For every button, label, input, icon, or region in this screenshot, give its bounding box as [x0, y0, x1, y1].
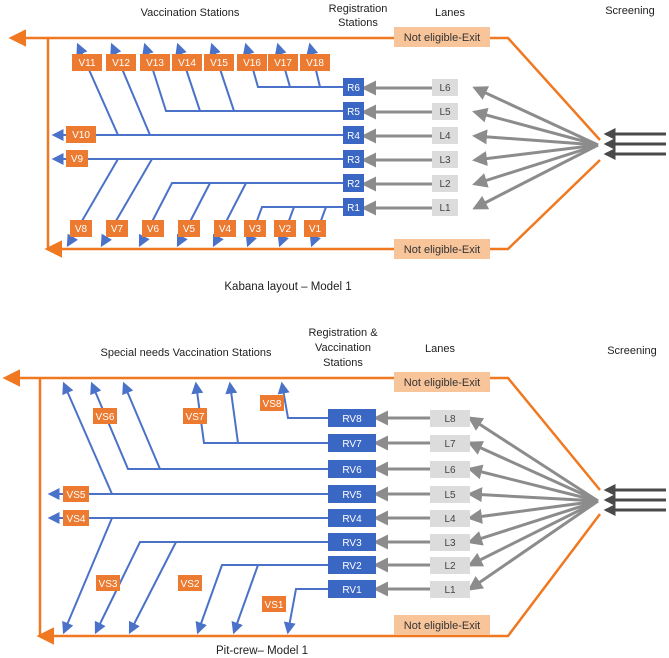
lane-label: L3 — [444, 538, 456, 549]
special-needs-stations-bottom: VS3 VS2 VS1 — [96, 575, 286, 612]
rv-label: RV1 — [342, 585, 362, 596]
blue-routing — [51, 42, 343, 248]
registration-label: R4 — [347, 131, 360, 142]
station-label: V13 — [146, 58, 164, 69]
rv-label: RV4 — [342, 514, 362, 525]
special-needs-stations-top: VS6 VS7 VS8 — [93, 395, 284, 424]
incoming-arrows — [603, 128, 666, 160]
station-label: V17 — [274, 58, 292, 69]
exit-label-bottom: Not eligible-Exit — [404, 244, 480, 256]
header-registration-line2: Stations — [338, 17, 378, 29]
station-label: VS3 — [99, 579, 118, 590]
rv-label: RV3 — [342, 538, 362, 549]
station-label: V6 — [147, 224, 160, 235]
header-reg-vacc-line2: Vaccination — [315, 342, 371, 354]
registration-label: R5 — [347, 107, 360, 118]
station-label: V11 — [78, 58, 95, 69]
lane-label: L5 — [444, 490, 456, 501]
special-needs-stations-side: VS5 VS4 — [63, 486, 89, 526]
station-label: V16 — [243, 58, 261, 69]
lane-label: L6 — [444, 465, 456, 476]
header-reg-vacc-line3: Stations — [323, 357, 363, 369]
registration-vaccination-stations: RV8 RV7 RV6 RV5 RV4 RV3 RV2 RV1 — [328, 409, 376, 598]
station-label: VS6 — [96, 412, 115, 423]
exit-box-top — [394, 27, 490, 47]
top-vaccination-stations: V11 V12 V13 V14 V15 V16 V17 V18 — [72, 54, 330, 71]
station-label: V5 — [183, 224, 196, 235]
header-screening: Screening — [605, 5, 655, 17]
lane-label: L7 — [444, 439, 456, 450]
exit-box-bottom — [394, 239, 490, 259]
header-vaccination-stations: Vaccination Stations — [141, 7, 240, 19]
registration-stations: R6 R5 R4 R3 R2 R1 — [343, 78, 364, 216]
station-label: VS7 — [186, 412, 205, 423]
exit-path-bottom — [44, 159, 601, 258]
rv-label: RV7 — [342, 439, 362, 450]
rv-label: RV2 — [342, 561, 362, 572]
station-label: V3 — [249, 224, 262, 235]
exit-path-top-2 — [2, 369, 601, 491]
lane-label: L2 — [439, 179, 451, 190]
station-label: V15 — [210, 58, 228, 69]
incoming-arrows-2 — [603, 484, 666, 516]
station-label: V2 — [279, 224, 292, 235]
header-special-needs: Special needs Vaccination Stations — [100, 347, 272, 359]
header-reg-vacc-line1: Registration & — [308, 327, 378, 339]
header-screening-2: Screening — [607, 345, 657, 357]
pit-crew-diagram: Special needs Vaccination Stations Regis… — [2, 327, 666, 657]
lane-label: L8 — [444, 414, 456, 425]
station-label: V1 — [309, 224, 322, 235]
lane-to-rv-arrows — [373, 410, 430, 597]
rv-label: RV6 — [342, 465, 362, 476]
station-label: V7 — [111, 224, 124, 235]
lane-label: L4 — [439, 131, 451, 142]
rv-label: RV5 — [342, 490, 362, 501]
station-label: V8 — [75, 224, 88, 235]
exit-label-top: Not eligible-Exit — [404, 32, 480, 44]
caption-kabana: Kabana layout – Model 1 — [224, 281, 351, 293]
exit-label-top-2: Not eligible-Exit — [404, 377, 480, 389]
screening-fan — [472, 86, 599, 210]
caption-pit-crew: Pit-crew– Model 1 — [216, 645, 308, 657]
station-label: VS2 — [181, 579, 200, 590]
side-vaccination-stations: V10 V9 — [66, 126, 96, 167]
exit-label-bottom-2: Not eligible-Exit — [404, 620, 480, 632]
header-lanes: Lanes — [435, 7, 465, 19]
exit-box-bottom-2 — [394, 615, 490, 635]
header-registration-line1: Registration — [329, 3, 388, 15]
station-label: V10 — [72, 130, 90, 141]
station-label: V9 — [71, 154, 84, 165]
screening-fan-2 — [467, 416, 599, 591]
rv-label: RV8 — [342, 414, 362, 425]
lanes-2: L8 L7 L6 L5 L4 L3 L2 L1 — [430, 410, 470, 598]
header-lanes-2: Lanes — [425, 343, 455, 355]
lane-label: L1 — [439, 203, 451, 214]
registration-label: R3 — [347, 155, 360, 166]
lane-label: L3 — [439, 155, 451, 166]
station-label: VS5 — [67, 490, 86, 501]
lane-label: L1 — [444, 585, 456, 596]
lanes: L6 L5 L4 L3 L2 L1 — [432, 79, 458, 216]
station-label: VS1 — [265, 600, 284, 611]
station-label: V14 — [178, 58, 196, 69]
exit-box-top-2 — [394, 372, 490, 392]
lane-label: L2 — [444, 561, 456, 572]
exit-path-top — [8, 29, 601, 141]
registration-label: R6 — [347, 83, 360, 94]
registration-label: R1 — [347, 203, 360, 214]
exit-path-bottom-2 — [36, 513, 601, 645]
bottom-vaccination-stations: V8 V7 V6 V5 V4 V3 V2 V1 — [70, 220, 326, 237]
kabana-diagram: Vaccination Stations Registration Statio… — [8, 3, 666, 293]
station-label: VS8 — [263, 399, 282, 410]
station-label: V4 — [219, 224, 232, 235]
lane-to-registration-arrows — [361, 80, 432, 216]
lane-label: L4 — [444, 514, 456, 525]
lane-label: L6 — [439, 83, 451, 94]
station-label: VS4 — [67, 514, 86, 525]
station-label: V12 — [112, 58, 130, 69]
station-label: V18 — [306, 58, 324, 69]
lane-label: L5 — [439, 107, 451, 118]
registration-label: R2 — [347, 179, 360, 190]
